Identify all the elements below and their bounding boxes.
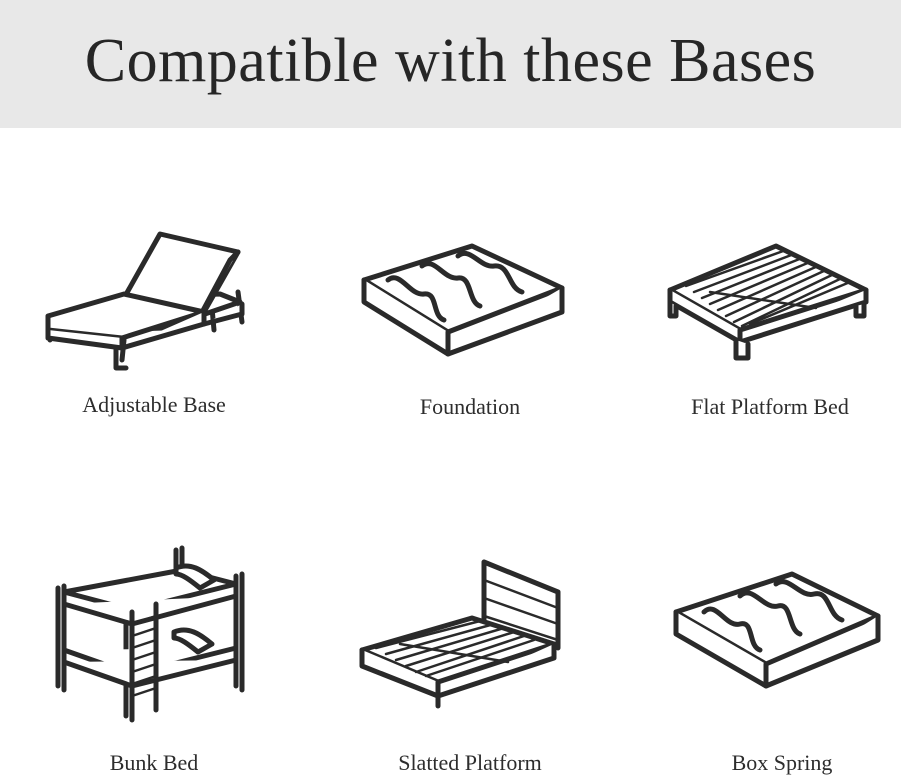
base-label: Slatted Platform xyxy=(398,750,542,775)
base-label: Foundation xyxy=(419,394,521,419)
adjustable-base-icon xyxy=(45,231,245,371)
box-spring-icon xyxy=(673,571,881,689)
base-label: Bunk Bed xyxy=(109,750,199,775)
base-label: Adjustable Base xyxy=(82,392,226,417)
slatted-platform-icon xyxy=(359,559,561,709)
foundation-icon xyxy=(361,243,565,357)
page-title: Compatible with these Bases xyxy=(84,27,817,95)
flat-platform-bed-icon xyxy=(667,243,869,361)
bunk-bed-icon xyxy=(55,545,245,723)
base-label: Box Spring xyxy=(731,750,833,775)
base-label: Flat Platform Bed xyxy=(691,394,849,419)
page-header: Compatible with these Bases xyxy=(0,0,901,128)
